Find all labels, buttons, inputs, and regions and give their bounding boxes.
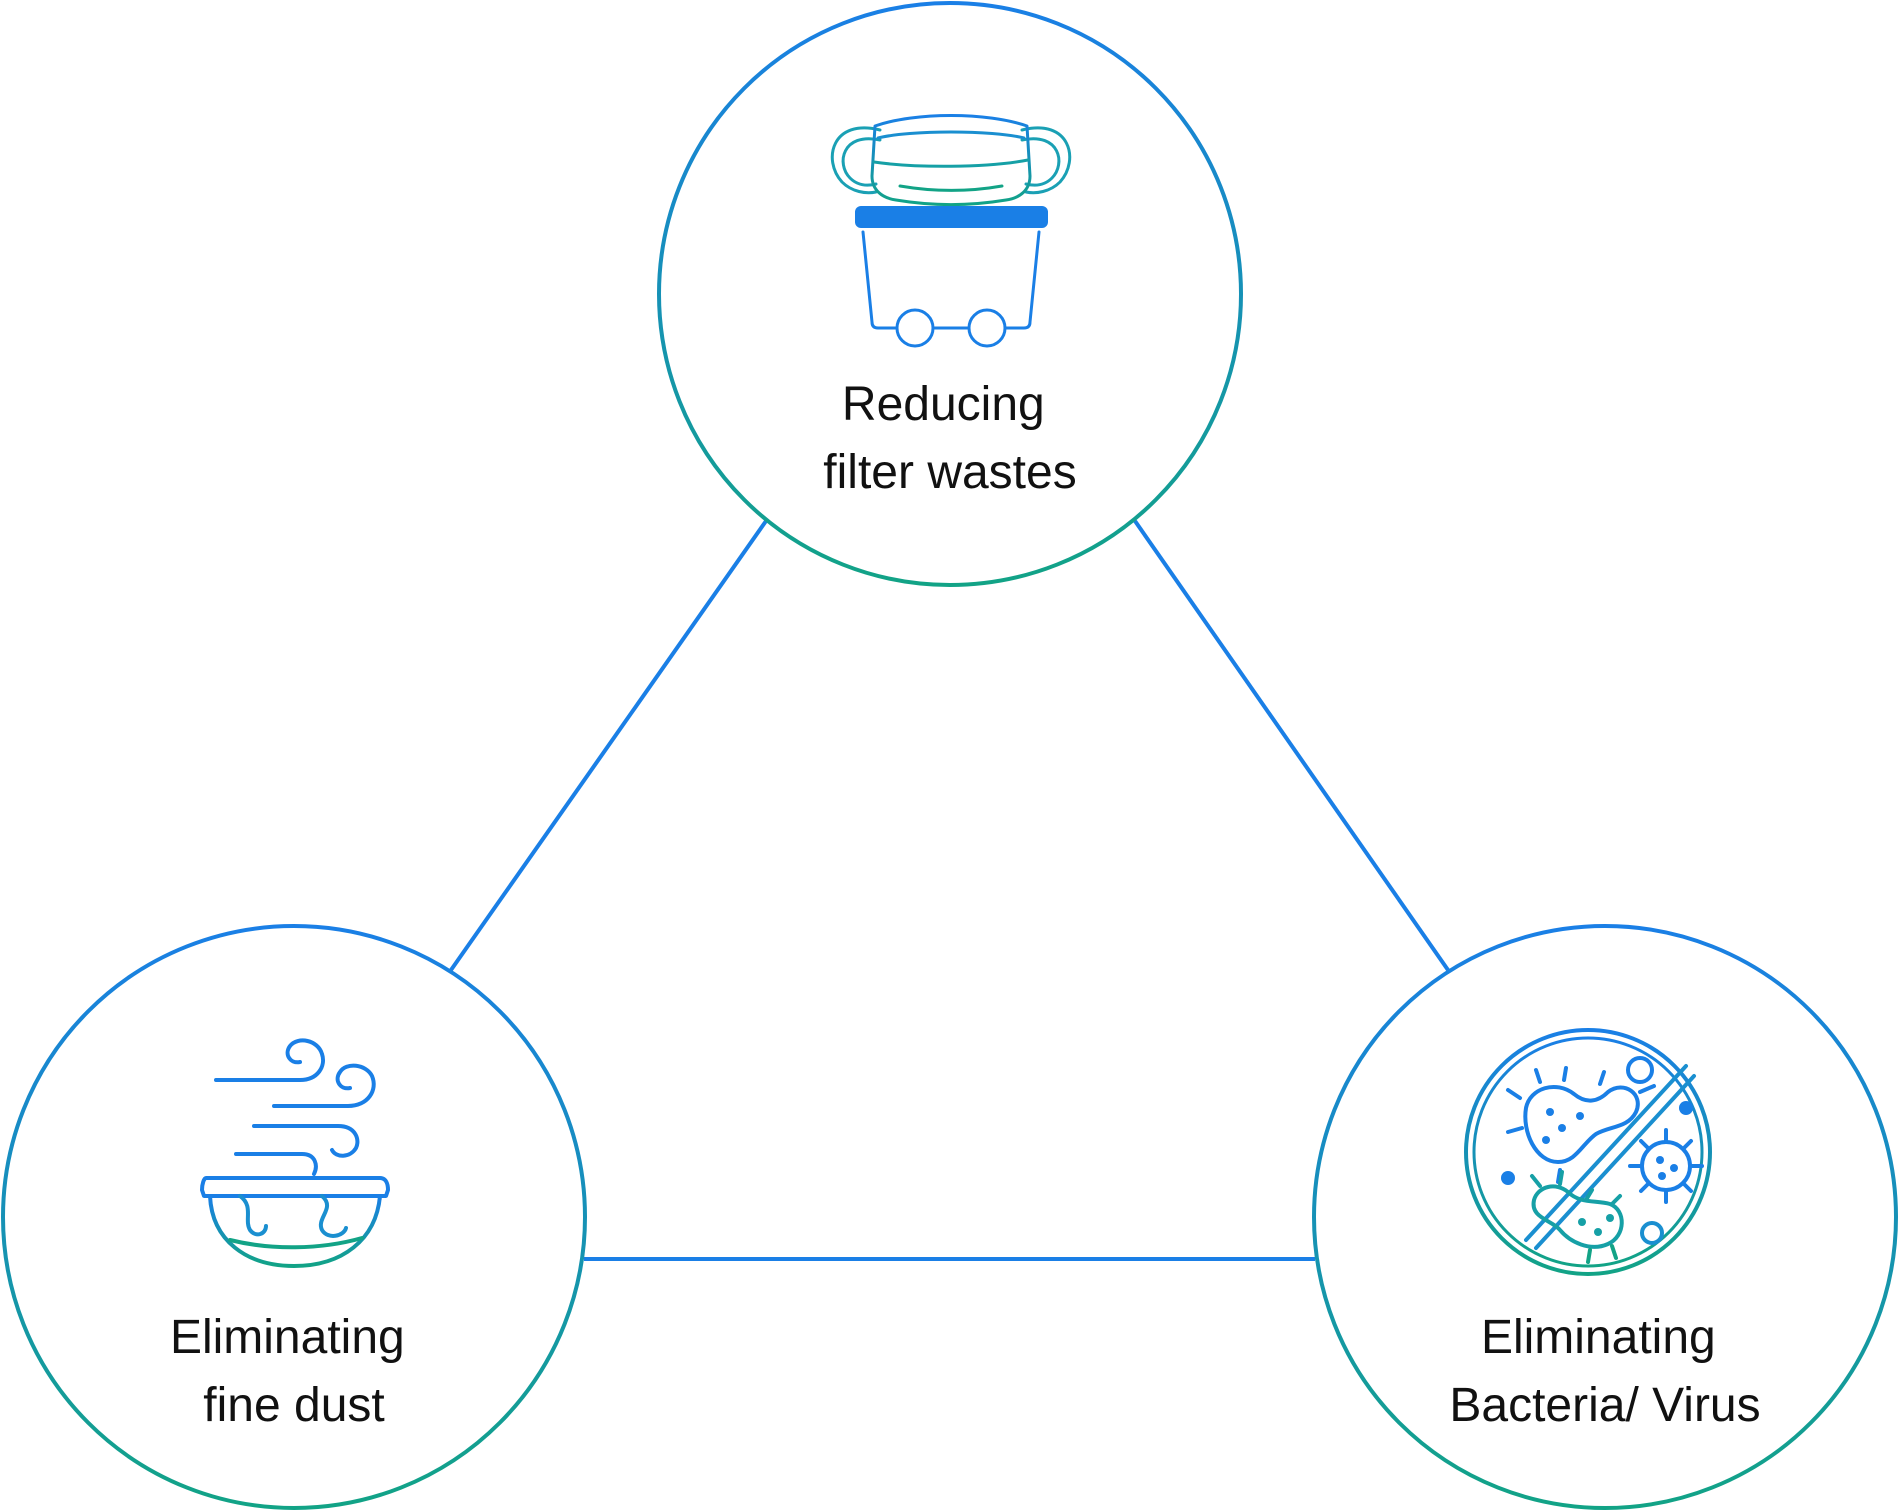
node-top-ring (657, 1, 1243, 587)
node-left-label-line-1: Eliminating (170, 1311, 405, 1364)
connector-top-right (1133, 519, 1450, 972)
node-top: Reducing filter wastes (657, 1, 1243, 587)
bacteria-virus-icon (1464, 1028, 1712, 1276)
node-right-label-line-2: Bacteria/ Virus (1449, 1379, 1760, 1432)
node-right: Eliminating Bacteria/ Virus (1312, 924, 1898, 1510)
node-left-label-line-2: fine dust (203, 1379, 384, 1432)
mask-on-waste-cart-icon (830, 114, 1072, 348)
node-left-ring (1, 924, 587, 1510)
node-left-label: Eliminating fine dust (170, 1311, 418, 1432)
connector-top-left (449, 519, 768, 972)
node-right-label: Eliminating Bacteria/ Virus (1449, 1311, 1760, 1432)
node-left: Eliminating fine dust (1, 924, 587, 1510)
node-right-label-line-1: Eliminating (1481, 1311, 1716, 1364)
wind-dust-bowl-icon (200, 1038, 390, 1268)
node-top-label-line-1: Reducing (842, 378, 1045, 431)
node-top-label-line-2: filter wastes (823, 446, 1076, 499)
node-top-label: Reducing filter wastes (823, 378, 1076, 499)
node-right-ring (1312, 924, 1898, 1510)
